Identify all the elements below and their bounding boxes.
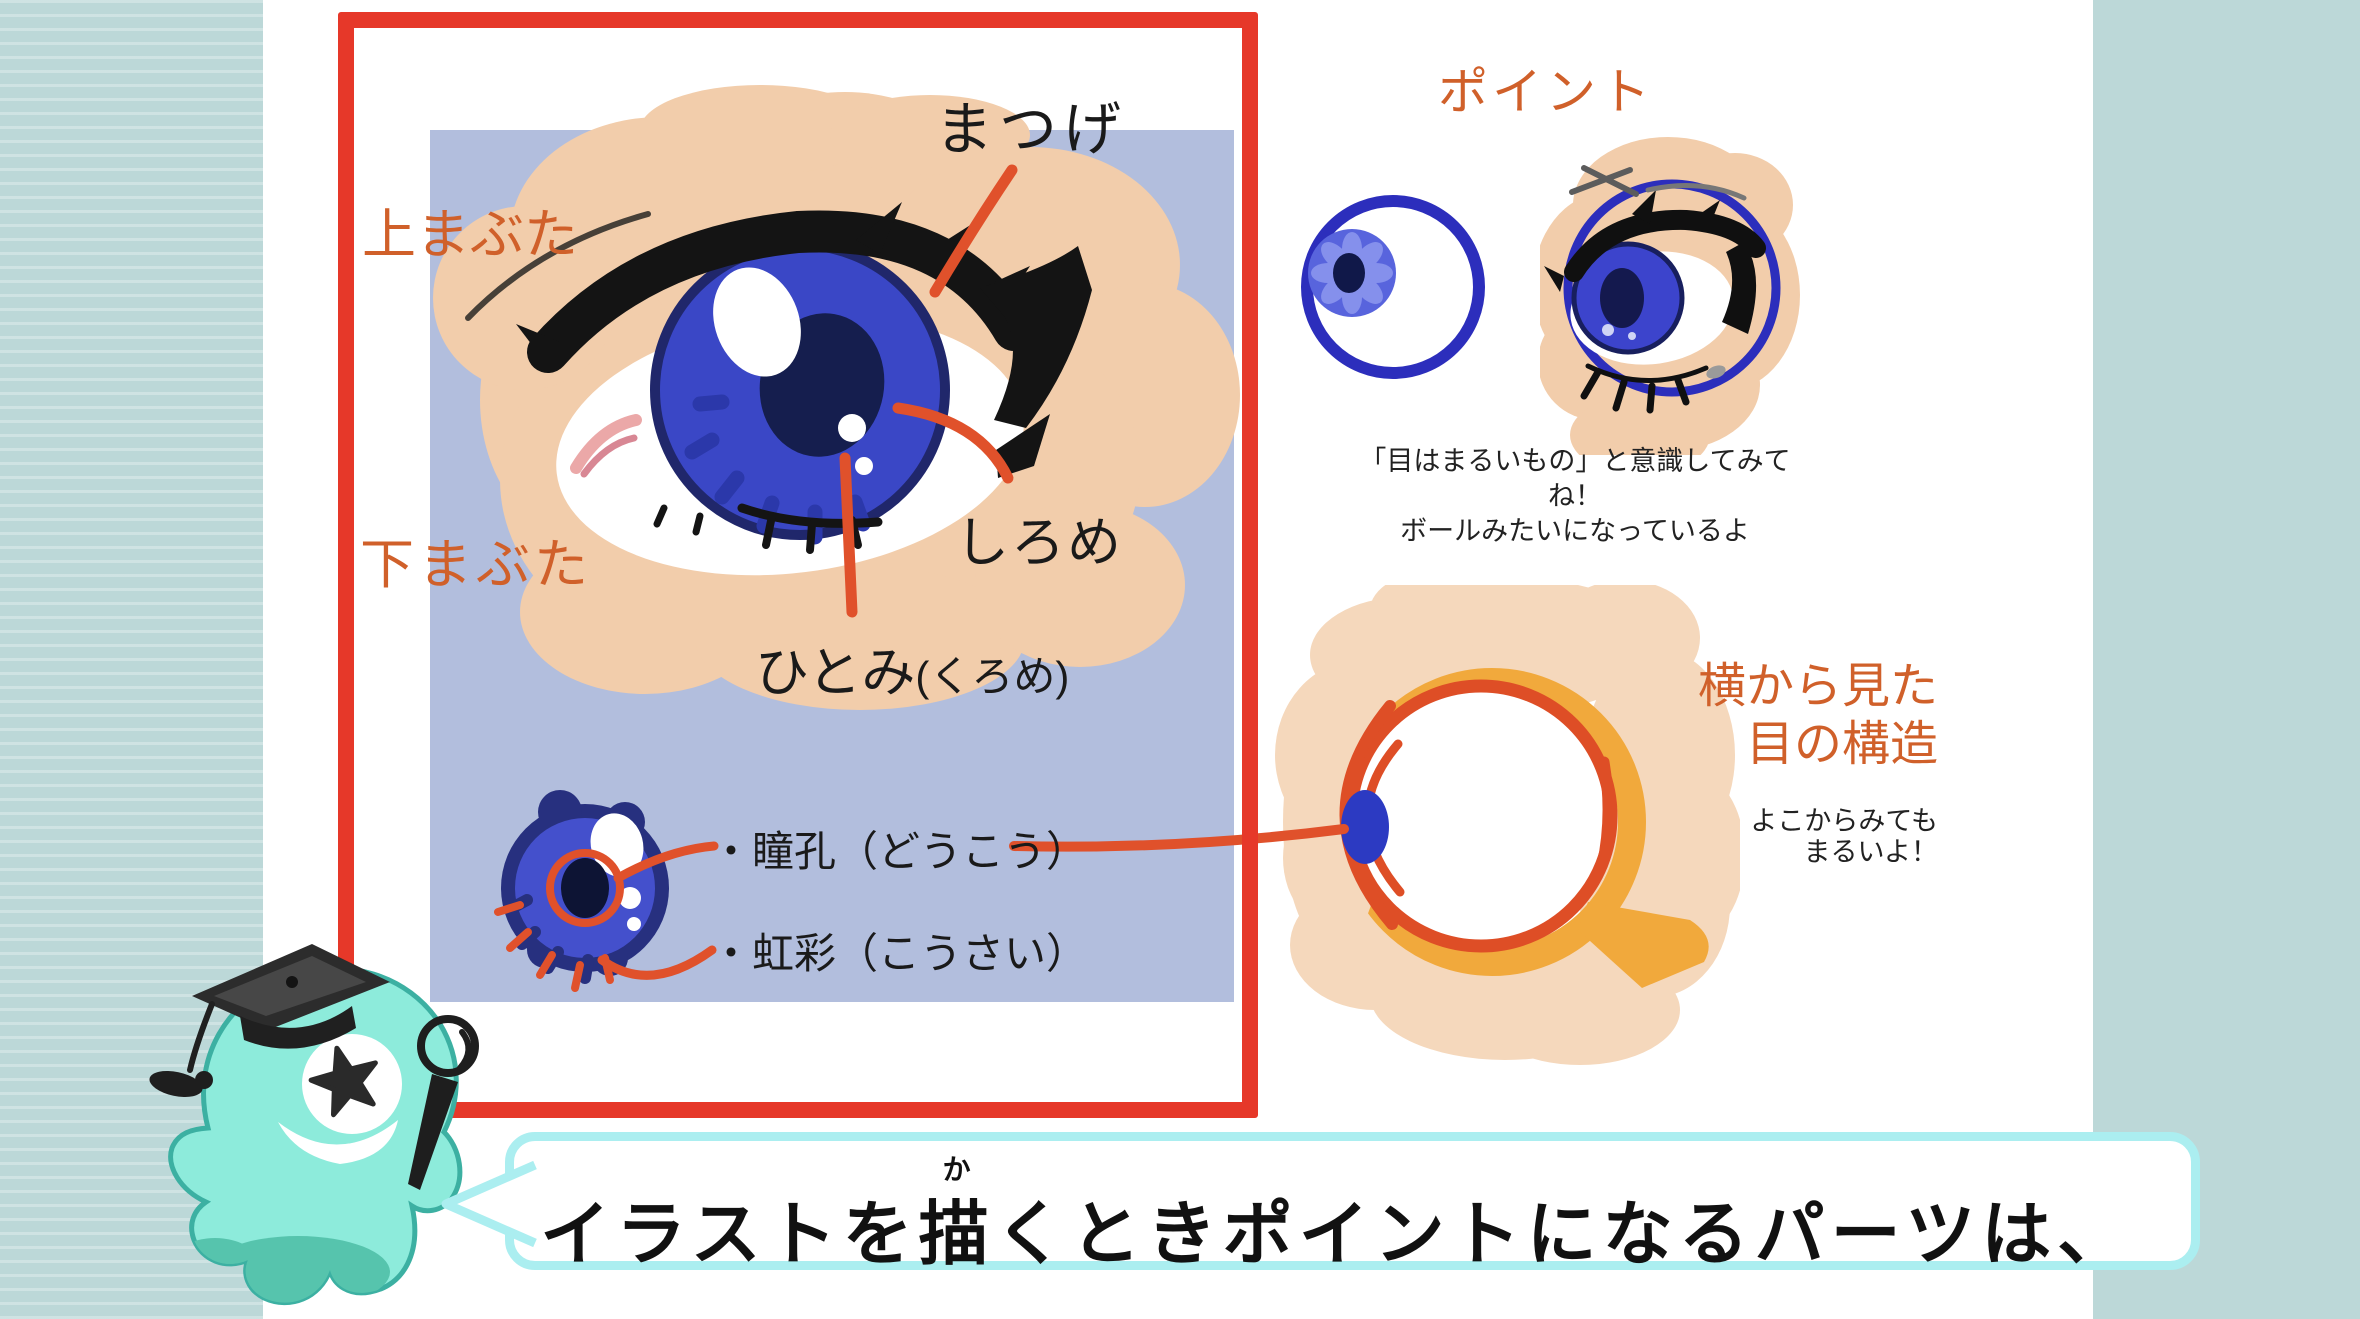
upper-eyelash — [1544, 190, 1766, 334]
right-background-column — [2093, 0, 2360, 1319]
point-section-heading: ポイント — [1438, 64, 1654, 120]
bubble-ruby: 描か — [918, 1154, 995, 1279]
side-view-caption: よこからみても まるいよ！ — [1690, 806, 1938, 868]
muscle-wedge — [1578, 902, 1709, 988]
speech-bubble-tail — [441, 1160, 537, 1248]
pupil — [1600, 268, 1644, 328]
label-matsuge: まつげ — [935, 97, 1128, 162]
left-background-column — [0, 0, 263, 1319]
lens — [1341, 790, 1389, 864]
label-shirome: しろめ — [955, 513, 1123, 573]
label-upper-eyelid: 上まぶた — [362, 205, 578, 265]
label-hitomi-paren: (くろめ) — [915, 653, 1070, 700]
side-view-caption-line1: よこからみても — [1750, 806, 1938, 836]
side-view-caption-line2: まるいよ！ — [1803, 837, 1938, 867]
eyelid-crease-line — [465, 211, 651, 321]
point-caption-line2: ボールみたいになっているよ — [1400, 516, 1750, 546]
lower-eyelash — [1580, 363, 1709, 414]
brow-sketch-lines — [1569, 165, 1747, 201]
ghost-smile — [278, 1120, 398, 1164]
side-view-heading: 横から見た 目の構造 — [1630, 658, 1938, 774]
side-view-heading-line2: 目の構造 — [1745, 718, 1938, 771]
inner-corner-pink — [570, 414, 642, 474]
point-section-caption: 「目はまるいもの」と意識してみてね！ ボールみたいになっているよ — [1355, 444, 1795, 549]
bubble-text-before: イラストを — [540, 1195, 919, 1273]
pupil — [561, 858, 609, 918]
bubble-text-after: くときポイントになるパーツは、 — [994, 1195, 2134, 1273]
bubble-furigana: か — [942, 1154, 971, 1185]
main-eye-illustration — [433, 85, 1240, 710]
label-kousai: ・虹彩（こうさい） — [710, 930, 1089, 977]
speech-bubble-text: イラストを描かくときポイントになるパーツは、 — [540, 1154, 2134, 1279]
highlights — [713, 267, 873, 475]
speech-bubble — [505, 1132, 2200, 1270]
label-lower-eyelid: 下まぶた — [360, 535, 592, 595]
eyeball-outline — [1344, 679, 1618, 953]
point-caption-line1: 「目はまるいもの」と意識してみてね！ — [1359, 446, 1791, 511]
label-hitomi: ひとみ(くろめ) — [755, 643, 1070, 703]
mascot-ghost-illustration — [149, 944, 479, 1306]
label-doukou: ・瞳孔（どうこう） — [710, 828, 1089, 875]
side-view-eye-illustration — [1275, 585, 1740, 1065]
eye-over-circle-illustration — [1540, 137, 1800, 455]
pupil — [1333, 253, 1365, 293]
side-view-heading-line1: 横から見た — [1697, 660, 1938, 713]
bubble-ruby-base: 描 — [918, 1195, 995, 1273]
eyeball-sketch-illustration — [1301, 195, 1485, 379]
